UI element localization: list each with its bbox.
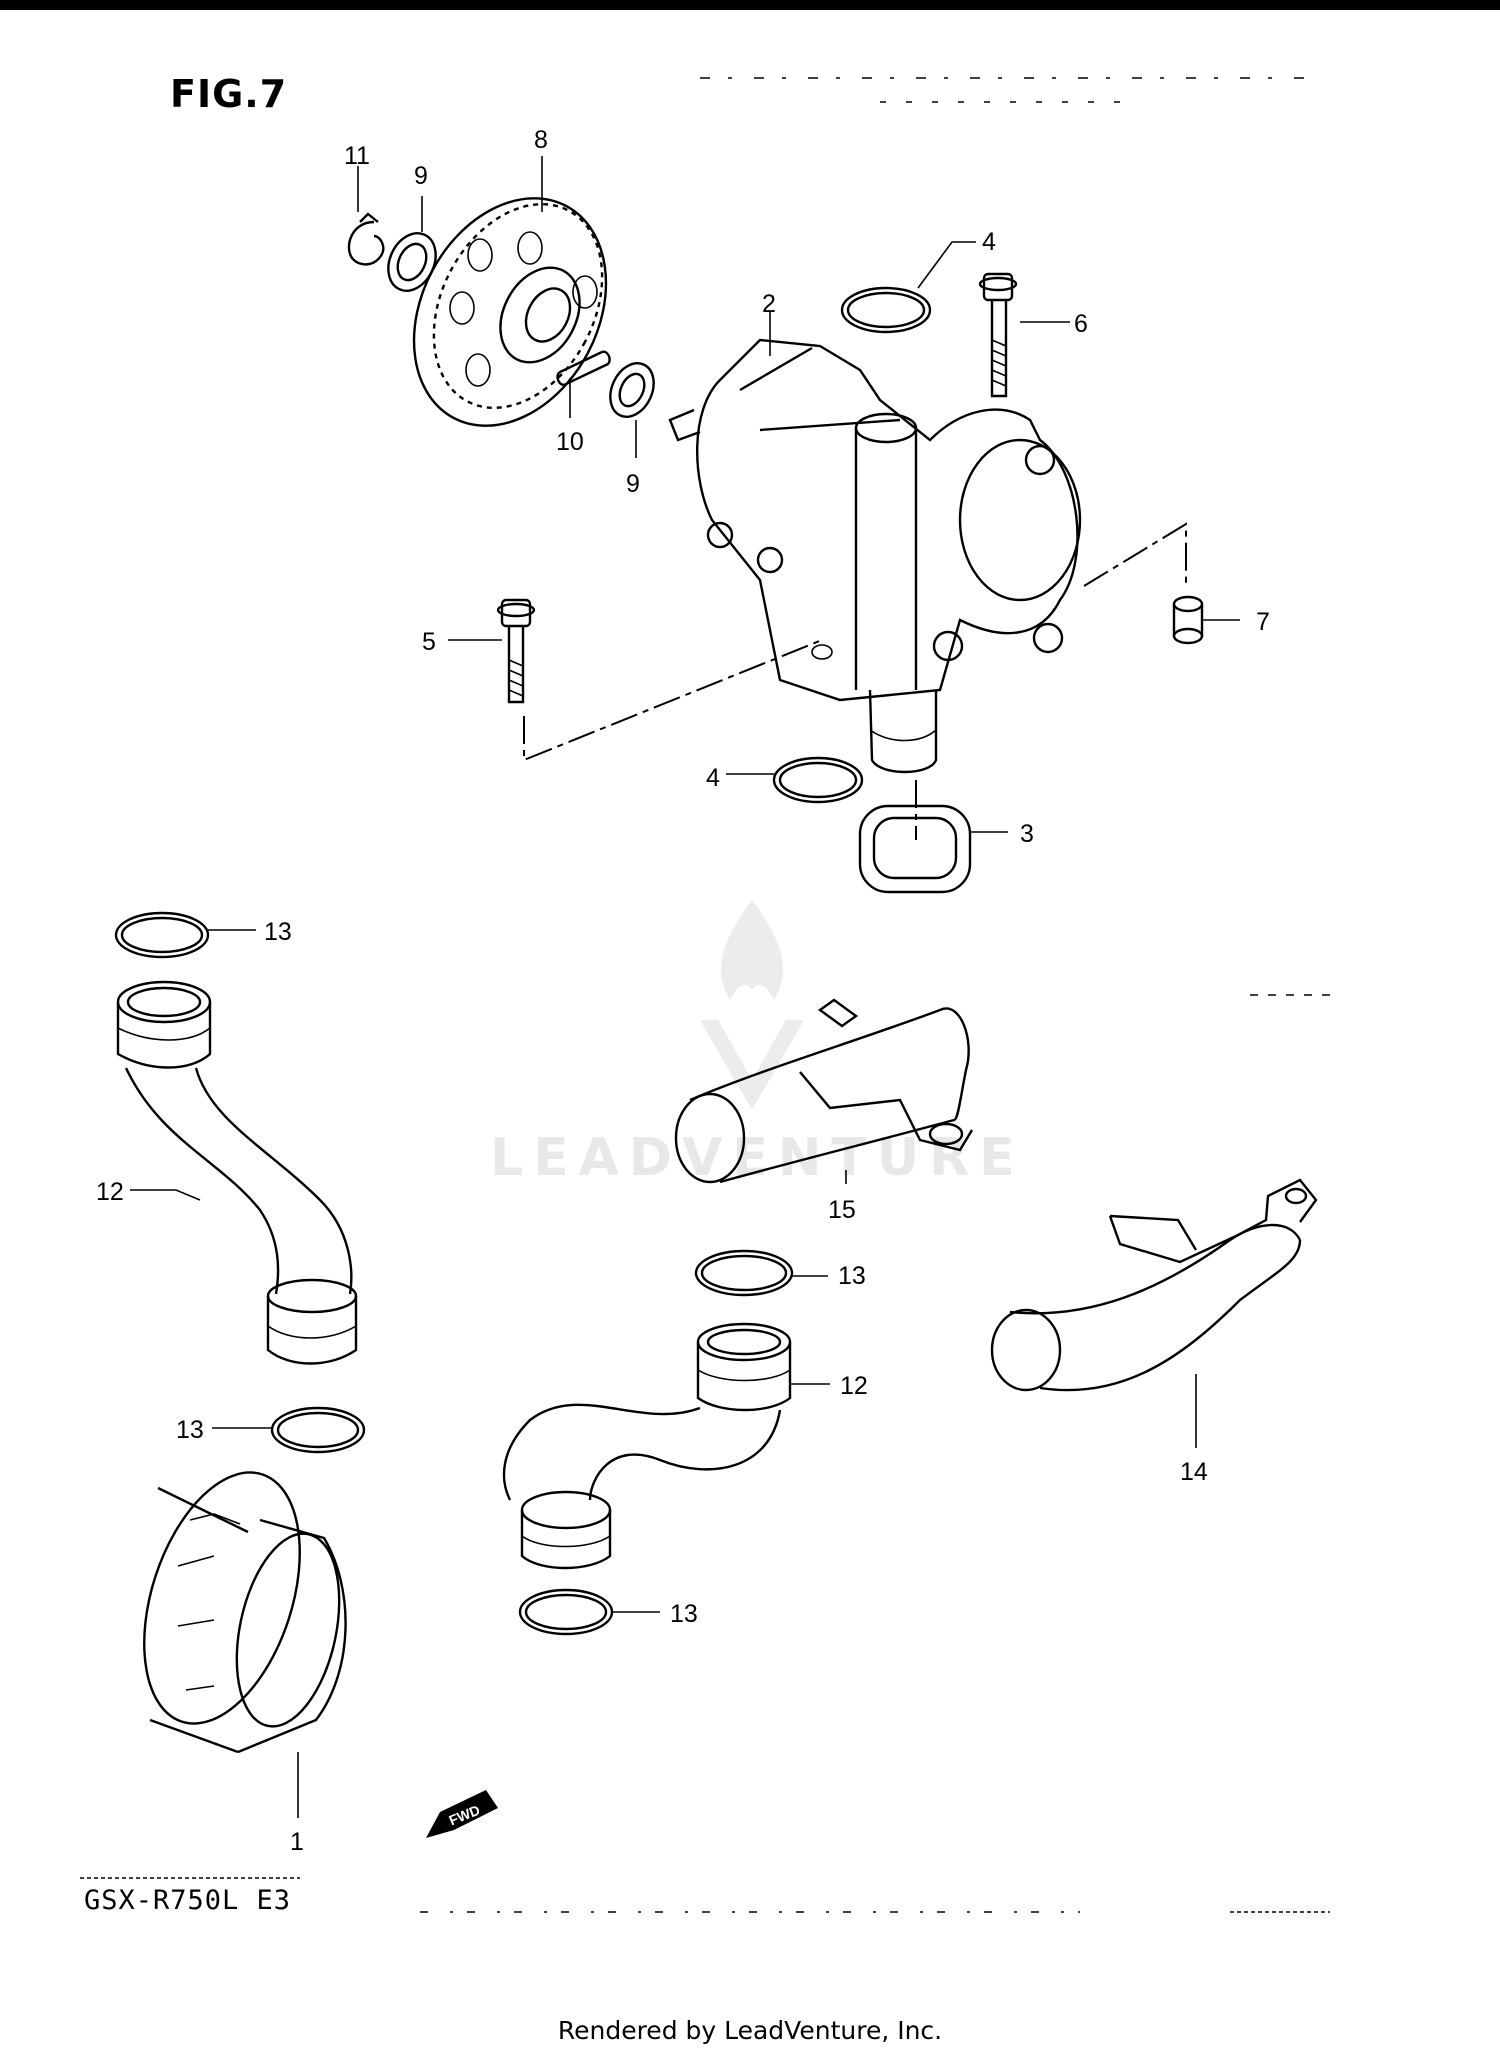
fwd-arrow: FWD — [426, 1790, 498, 1838]
part-oil-hose-middle — [502, 1322, 792, 1570]
part-o-ring-13a — [114, 911, 210, 959]
part-oil-filter — [143, 1471, 347, 1754]
part-bolt-right — [978, 272, 1018, 398]
callout-12-middle: 12 — [840, 1372, 868, 1400]
callout-1: 1 — [290, 1828, 304, 1856]
callout-7: 7 — [1256, 608, 1270, 636]
part-washer-lower — [609, 362, 655, 418]
callout-5: 5 — [422, 628, 436, 656]
callout-labels: 11 9 8 10 9 4 2 6 5 7 4 3 13 12 13 15 13… — [96, 126, 1270, 1856]
part-oil-pump — [668, 338, 1082, 774]
callout-13-b: 13 — [176, 1416, 204, 1444]
part-oil-hose-left — [116, 980, 358, 1365]
part-gasket — [858, 804, 972, 894]
callout-4-upper: 4 — [982, 228, 996, 256]
part-o-ring-13b — [270, 1406, 366, 1454]
callout-13-c: 13 — [838, 1262, 866, 1290]
callout-13-a: 13 — [264, 918, 292, 946]
callout-3: 3 — [1020, 820, 1034, 848]
part-pipe-15 — [674, 998, 974, 1184]
callout-14: 14 — [1180, 1458, 1208, 1486]
watermark-text: LEADVENTURE — [490, 1128, 1025, 1188]
watermark-logo — [700, 900, 804, 1110]
callout-12-left: 12 — [96, 1178, 124, 1206]
callout-8: 8 — [534, 126, 548, 154]
callout-10: 10 — [556, 428, 584, 456]
callout-15: 15 — [828, 1196, 856, 1224]
footer-credit: Rendered by LeadVenture, Inc. — [557, 2016, 943, 2045]
callout-6: 6 — [1074, 310, 1088, 338]
scan-noise — [80, 77, 1330, 1913]
callout-9-upper: 9 — [414, 162, 428, 190]
part-circlip — [347, 212, 385, 266]
part-driven-gear — [412, 197, 608, 427]
part-o-ring-13c — [694, 1249, 794, 1297]
callout-9-lower: 9 — [626, 470, 640, 498]
part-pipe-14 — [990, 1178, 1318, 1392]
callout-11: 11 — [344, 142, 370, 170]
callout-13-d: 13 — [670, 1600, 698, 1628]
model-code: GSX-R750L E3 — [84, 1885, 292, 1916]
callout-4-lower: 4 — [706, 764, 720, 792]
part-o-ring-upper — [840, 286, 932, 334]
part-bolt-left — [496, 598, 536, 704]
alignment-lines — [523, 522, 1187, 840]
part-o-ring-13d — [518, 1588, 614, 1636]
callout-2: 2 — [762, 290, 776, 318]
part-o-ring-lower — [772, 756, 864, 804]
figure-title: FIG.7 — [170, 72, 288, 116]
top-border — [0, 0, 1500, 10]
leader-lines — [130, 156, 1240, 1818]
part-dowel-pin — [1172, 595, 1204, 645]
part-washer-upper — [387, 232, 437, 292]
part-pin — [556, 350, 611, 386]
